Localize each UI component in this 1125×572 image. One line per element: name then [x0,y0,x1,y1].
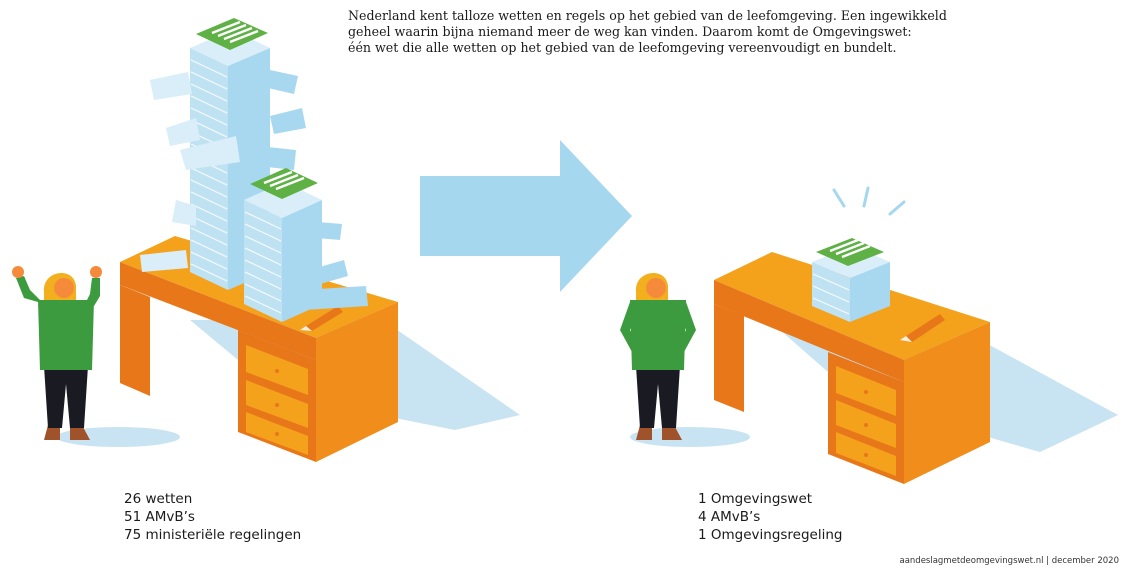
desk-left-right-side [316,302,398,462]
arrow-right-icon [420,140,632,292]
stat-omgevingswet: 1 Omgevingswet [698,491,813,507]
boot [636,425,652,440]
jacket [630,300,686,370]
drawer-knob [275,369,279,373]
stat-wetten: 26 wetten [124,491,193,507]
intro-text: Nederland kent talloze wetten en regels … [348,8,988,56]
boot [662,425,682,440]
boot [70,425,90,440]
trousers [44,366,88,428]
head [54,278,74,298]
sparkle-icon [832,186,906,216]
drawer-knob [275,432,279,436]
intro-line-2: geheel waarin bijna niemand meer de weg … [348,24,912,39]
stat-amvb: 4 AMvB’s [698,509,761,525]
arm-right [86,278,100,306]
desk-left-front-panel [120,262,316,360]
source-credit: aandeslagmetdeomgevingswet.nl | december… [899,556,1120,566]
pencil-left-icon [300,306,343,331]
woman-shadow-left [56,427,180,447]
folder-icon [816,238,884,266]
drawer-knob [864,423,868,427]
head [646,278,666,298]
intro-line-3: één wet die alle wetten op het gebied va… [348,40,897,55]
desk-right-left-leg [714,304,744,412]
desk-right-right-side [904,322,990,484]
hand [90,266,102,278]
stats-before: 26 wetten 51 AMvB’s 75 ministeriële rege… [124,490,301,544]
trousers [636,366,680,428]
arm-left [16,276,46,306]
drawer-knob [864,390,868,394]
drawer-knob [275,403,279,407]
drawer-knob [864,453,868,457]
stat-regelingen: 75 ministeriële regelingen [124,527,302,543]
boot [44,425,60,440]
woman-left [12,266,102,440]
desk-right-front-panel [714,280,904,382]
stat-amvb: 51 AMvB’s [124,509,195,525]
arm-left [620,302,640,352]
stats-after: 1 Omgevingswet 4 AMvB’s 1 Omgevingsregel… [698,490,843,544]
paper-stack-single [812,238,890,322]
woman-right [620,273,696,440]
folder-icon [250,168,318,199]
intro-line-1: Nederland kent talloze wetten en regels … [348,8,947,23]
flying-papers [140,70,306,272]
hand [12,266,24,278]
desk-left-left-leg [120,285,150,396]
folder-icon [196,18,268,50]
desk-left [120,236,398,462]
jacket [38,300,94,370]
pencil-right-icon [900,314,945,342]
woman-shadow-right [630,427,750,447]
stat-omgevingsregeling: 1 Omgevingsregeling [698,527,843,543]
paper-stack-short [244,168,368,322]
arm-right [676,302,696,352]
